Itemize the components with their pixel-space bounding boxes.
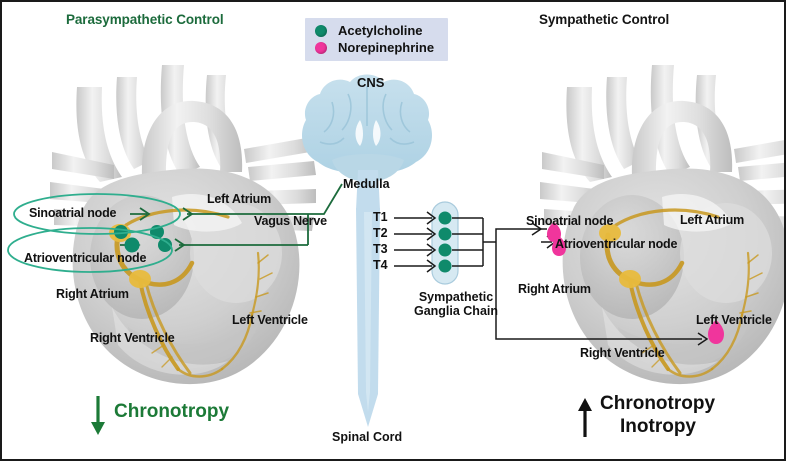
brain-illustration <box>302 74 432 427</box>
av-node-highlight <box>7 227 173 273</box>
spinal-cord-label: Spinal Cord <box>332 430 403 444</box>
right-outcome-inotropy: Inotropy <box>620 416 696 437</box>
increase-arrow-icon <box>578 398 592 437</box>
left-right-ventricle-label: Right Ventricle <box>90 331 175 345</box>
acetylcholine-markers <box>114 225 172 253</box>
right-atrioventricular-node-label: Atrioventricular node <box>555 237 678 251</box>
spinal-level-t2: T2 <box>373 226 388 240</box>
ganglia-dots <box>438 211 452 273</box>
left-sinoatrial-node-label: Sinoatrial node <box>29 206 117 220</box>
acetylcholine-circle-marker-icon <box>315 24 327 37</box>
left-left-ventricle-label: Left Ventricle <box>232 313 308 327</box>
right-left-atrium-label: Left Atrium <box>680 213 744 227</box>
ganglia-chain-label-line1: Sympathetic <box>418 290 494 304</box>
right-panel-title: Sympathetic Control <box>539 12 670 27</box>
legend-item-acetylcholine: Acetylcholine <box>315 22 434 39</box>
right-left-ventricle-label: Left Ventricle <box>696 313 772 327</box>
left-panel-title: Parasympathetic Control <box>66 12 224 27</box>
right-outcome-chronotropy: Chronotropy <box>600 393 716 414</box>
right-right-atrium-label: Right Atrium <box>518 282 591 296</box>
vagus-nerve-label: Vagus Nerve <box>254 214 327 228</box>
legend-label-norepinephrine: Norepinephrine <box>338 40 435 55</box>
legend: Acetylcholine Norepinephrine <box>305 18 449 61</box>
decrease-arrow-icon <box>91 396 105 435</box>
spinal-level-t3: T3 <box>373 242 388 256</box>
legend-label-acetylcholine: Acetylcholine <box>338 23 423 38</box>
ganglia-chain-label-line2: Ganglia Chain <box>413 304 499 318</box>
left-atrioventricular-node-label: Atrioventricular node <box>24 251 147 265</box>
right-sinoatrial-node-label: Sinoatrial node <box>526 214 614 228</box>
ganglia-chain-box <box>431 201 459 285</box>
legend-item-norepinephrine: Norepinephrine <box>315 39 434 56</box>
norepinephrine-teardrop-marker-icon <box>315 41 327 54</box>
spinal-level-t4: T4 <box>373 258 388 272</box>
cns-title: CNS <box>357 75 385 90</box>
spinal-level-t1: T1 <box>373 210 388 224</box>
left-outcome-chronotropy: Chronotropy <box>114 401 230 422</box>
left-right-atrium-label: Right Atrium <box>56 287 129 301</box>
left-left-atrium-label: Left Atrium <box>207 192 271 206</box>
right-right-ventricle-label: Right Ventricle <box>580 346 665 360</box>
medulla-label: Medulla <box>343 177 390 191</box>
